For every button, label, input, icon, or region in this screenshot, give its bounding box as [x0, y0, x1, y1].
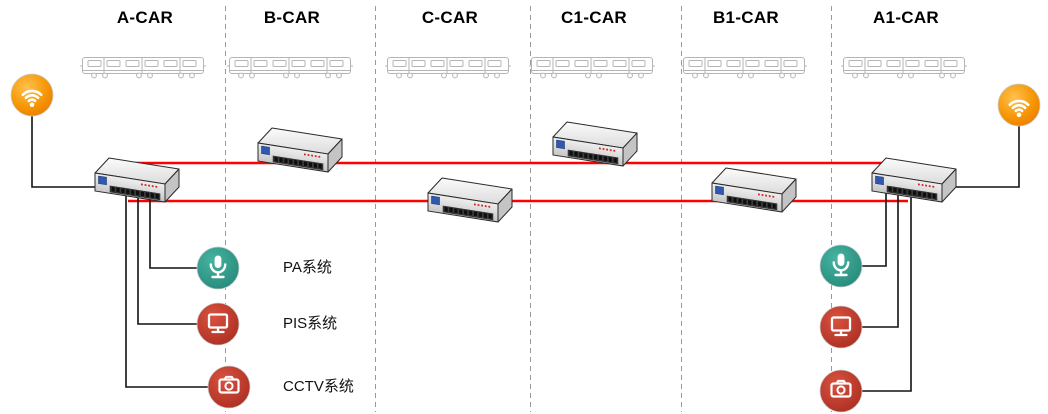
ethernet-switch-a1-car [871, 157, 957, 203]
car-label-b1-car: B1-CAR [712, 8, 780, 27]
pa-microphone-icon-right [818, 243, 864, 289]
car-label-c1-car: C1-CAR [560, 8, 628, 27]
train-icon-b-car [226, 57, 354, 79]
wifi-icon-right [996, 82, 1042, 128]
car-label-c-car: C-CAR [421, 8, 479, 27]
cctv-camera-icon-right [818, 368, 864, 414]
train-icon-c-car [384, 57, 512, 79]
ethernet-switch-c-car [427, 177, 513, 223]
car-label-a-car: A-CAR [116, 8, 174, 27]
train-icon-a1-car [840, 57, 968, 79]
system-icons-left [195, 245, 252, 410]
train-icon-b1-car [680, 57, 808, 79]
wifi-left-connector-line [31, 116, 102, 188]
ethernet-switch-b-car [257, 127, 343, 173]
ethernet-switch-c1-car [552, 121, 638, 167]
pis-left-connector-line [137, 198, 200, 325]
car-separator-lines [225, 6, 832, 412]
pis-system-label: PIS系统 [283, 315, 338, 332]
pa-right-connector-line [860, 193, 887, 267]
ethernet-switch-b1-car [711, 167, 797, 213]
train-icon-c1-car [528, 57, 656, 79]
pa-microphone-icon-left [195, 245, 241, 291]
pa-left-connector-line [149, 200, 200, 269]
pis-right-connector-line [860, 195, 899, 328]
cctv-left-connector-line [125, 196, 211, 388]
train-icons [79, 57, 968, 79]
car-label-b-car: B-CAR [263, 8, 321, 27]
cctv-system-label: CCTV系统 [283, 378, 354, 395]
connector-lines [31, 116, 1020, 392]
wifi-right-connector-line [950, 126, 1020, 188]
cctv-right-connector-line [860, 197, 912, 392]
wifi-icon-left [9, 72, 55, 118]
system-icons-right [818, 243, 864, 414]
ethernet-switch-a-car [94, 157, 180, 203]
train-icon-a-car [79, 57, 207, 79]
pis-monitor-icon-right [818, 304, 864, 350]
pa-system-label: PA系统 [283, 259, 332, 276]
cctv-camera-icon-left [206, 364, 252, 410]
ethernet-switches [94, 121, 957, 223]
pis-monitor-icon-left [195, 301, 241, 347]
car-label-a1-car: A1-CAR [872, 8, 940, 27]
